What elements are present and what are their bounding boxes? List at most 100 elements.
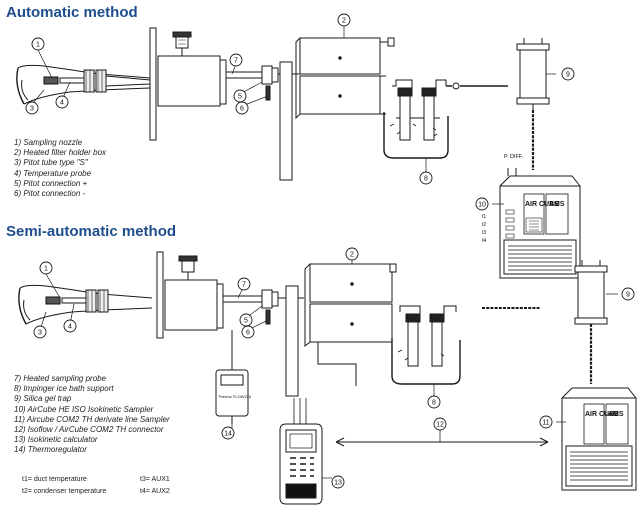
ams-logo-semi: AMS xyxy=(608,411,624,418)
probe-tube-semi xyxy=(223,295,262,303)
callout-circle xyxy=(235,101,249,115)
aircube-logo-semi: AIR CUBE xyxy=(585,411,619,418)
port-t2-label: t2 xyxy=(482,222,486,228)
callout-10: 10 xyxy=(475,197,489,211)
aircube-logo: AIR CUBE xyxy=(525,201,559,208)
note-t2: t2= condenser temperature xyxy=(22,488,107,495)
port-t4-label: t4 xyxy=(482,238,486,244)
callout-number: 3 xyxy=(30,106,34,113)
callout-number: 2 xyxy=(342,18,346,25)
callout-circle xyxy=(539,415,553,429)
callout-number: 14 xyxy=(224,431,232,438)
automatic-method-title: Automatic method xyxy=(6,4,138,21)
callout-circle xyxy=(419,171,433,185)
callout-8: 8 xyxy=(427,395,441,409)
legend-semi-automatic: 7) Heated sampling probe 8) Impinger ice… xyxy=(14,374,170,456)
note-t4: t4= AUX2 xyxy=(140,488,170,495)
legend-item: 3) Pitot tube type "S" xyxy=(14,158,88,168)
callout-circle xyxy=(55,95,69,109)
callout-number: 5 xyxy=(238,94,242,101)
aircube-grille xyxy=(508,245,572,271)
legend-item: 9) Silica gel trap xyxy=(14,394,72,404)
callout-7: 7 xyxy=(229,53,243,67)
connector-arrow xyxy=(335,437,549,447)
semi-automatic-method-title: Semi-automatic method xyxy=(6,223,177,240)
stack-wall xyxy=(279,61,293,181)
callout-circle xyxy=(221,426,235,440)
aircube-com2 xyxy=(561,387,637,491)
stack-wall-semi xyxy=(285,285,299,397)
callout-3: 3 xyxy=(25,101,39,115)
automatic-train xyxy=(16,27,550,181)
callout-circle xyxy=(237,277,251,291)
sampling-nozzle-assembly-semi xyxy=(18,284,153,325)
callout-11: 11 xyxy=(539,415,553,429)
silica-gel-trap-semi xyxy=(574,260,608,325)
callout-number: 13 xyxy=(334,480,342,487)
legend-item: 11) Aircube COM2 TH derivate line Sample… xyxy=(14,414,170,424)
legend-item: 12) Isoflow / AirCube COM2 TH connector xyxy=(14,424,164,434)
callout-number: 1 xyxy=(44,266,48,273)
callout-number: 3 xyxy=(38,330,42,337)
callout-circle xyxy=(345,247,359,261)
callout-circle xyxy=(621,287,635,301)
legend-automatic: 1) Sampling nozzle 2) Heated filter hold… xyxy=(14,138,106,199)
callout-13: 13 xyxy=(331,475,345,489)
callout-circle xyxy=(63,319,77,333)
legend-item: 13) Isokinetic calculator xyxy=(14,435,98,445)
heated-filter-box-semi xyxy=(304,263,397,348)
callout-9: 9 xyxy=(621,287,635,301)
thermoregulator-brand: Thermo FLOW230 xyxy=(218,394,252,399)
callout-4: 4 xyxy=(63,319,77,333)
legend-item: 6) Pitot connection - xyxy=(14,188,86,198)
sampling-nozzle-assembly xyxy=(16,64,151,105)
callout-number: 10 xyxy=(478,202,486,209)
semi-automatic-train xyxy=(18,251,637,505)
duct-flange xyxy=(149,27,157,141)
silica-gel-trap xyxy=(516,38,550,110)
thermoregulator xyxy=(215,330,249,424)
legend-item: 14) Thermoregulator xyxy=(14,445,87,455)
callout-8: 8 xyxy=(419,171,433,185)
callout-number: 6 xyxy=(246,330,250,337)
pdiff-label: P. DIFF. xyxy=(504,154,524,160)
aircube-he-iso xyxy=(499,168,581,279)
callout-circle xyxy=(475,197,489,211)
callout-14: 14 xyxy=(221,426,235,440)
callout-number: 7 xyxy=(234,58,238,65)
quick-connector xyxy=(452,82,460,90)
callout-circle xyxy=(33,325,47,339)
callout-number: 4 xyxy=(68,324,72,331)
callout-circle xyxy=(25,101,39,115)
callout-5: 5 xyxy=(239,313,253,327)
callout-2: 2 xyxy=(337,13,351,27)
callout-12: 12 xyxy=(433,417,447,431)
callout-1: 1 xyxy=(31,37,45,51)
callout-number: 6 xyxy=(240,106,244,113)
heated-probe-body xyxy=(157,31,227,107)
callout-5: 5 xyxy=(233,89,247,103)
isokinetic-calculator xyxy=(279,398,323,505)
callout-7: 7 xyxy=(237,277,251,291)
callout-9: 9 xyxy=(561,67,575,81)
callout-number: 1 xyxy=(36,42,40,49)
callout-3: 3 xyxy=(33,325,47,339)
callout-2: 2 xyxy=(345,247,359,261)
port-t3-label: t3 xyxy=(482,230,486,236)
callout-number: 8 xyxy=(424,176,428,183)
impinger-ice-bath-semi xyxy=(391,305,461,385)
callout-circle xyxy=(31,37,45,51)
heated-filter-box xyxy=(295,37,395,120)
filter-box-drain xyxy=(317,342,357,386)
legend-item: 8) Impinger ice bath support xyxy=(14,384,114,394)
callout-number: 11 xyxy=(542,420,549,427)
callout-circle xyxy=(561,67,575,81)
callout-6: 6 xyxy=(241,325,255,339)
callout-1: 1 xyxy=(39,261,53,275)
callout-6: 6 xyxy=(235,101,249,115)
port-t1-label: t1 xyxy=(482,214,486,220)
callout-number: 5 xyxy=(244,318,248,325)
